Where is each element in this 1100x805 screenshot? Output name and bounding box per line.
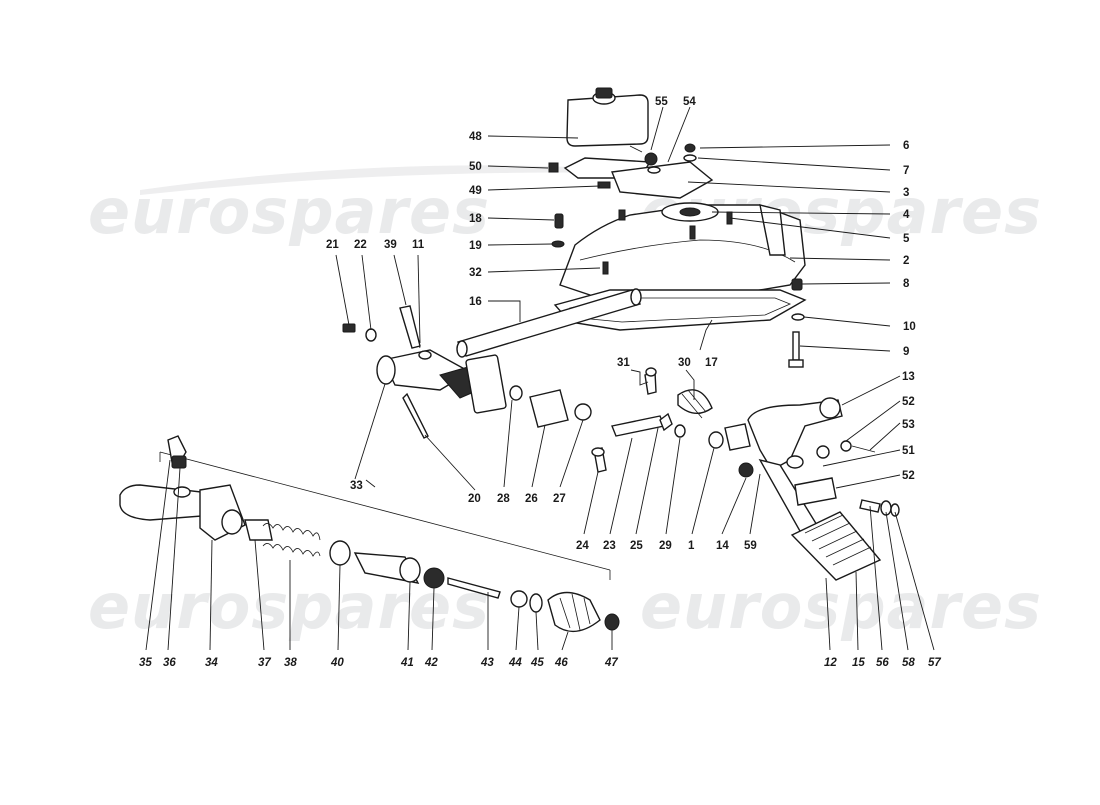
callout-31: 31 (617, 357, 630, 369)
callout-55: 55 (655, 96, 668, 108)
callout-52-upper: 52 (902, 396, 915, 408)
callout-labels: 48 55 54 50 49 6 7 3 4 5 2 8 10 9 18 19 … (139, 96, 941, 669)
callout-1: 1 (688, 540, 695, 552)
callout-33: 33 (350, 480, 363, 492)
callout-58: 58 (902, 657, 915, 669)
callout-5: 5 (903, 233, 910, 245)
callout-18: 18 (469, 213, 482, 225)
callout-12: 12 (824, 657, 837, 669)
callout-53: 53 (902, 419, 915, 431)
callout-52-lower: 52 (902, 470, 915, 482)
callout-41: 41 (400, 657, 414, 669)
callout-28: 28 (497, 493, 510, 505)
fluid-reservoir (566, 87, 649, 153)
callout-39: 39 (384, 239, 397, 251)
callout-56: 56 (876, 657, 889, 669)
callout-40: 40 (330, 657, 344, 669)
pedal-assembly (738, 397, 900, 581)
callout-7: 7 (903, 165, 909, 177)
callout-35: 35 (139, 657, 152, 669)
callout-19: 19 (469, 240, 482, 252)
callout-26: 26 (525, 493, 538, 505)
callout-49: 49 (469, 185, 482, 197)
callout-42: 42 (424, 657, 438, 669)
callout-4: 4 (903, 209, 910, 221)
leader-lines (145, 106, 935, 651)
callout-47: 47 (604, 657, 618, 669)
pedal-box-housing (559, 202, 806, 306)
callout-21: 21 (326, 239, 339, 251)
callout-11: 11 (412, 239, 425, 251)
callout-48: 48 (469, 131, 482, 143)
callout-30: 30 (678, 357, 691, 369)
slave-cylinder-exploded (119, 435, 620, 633)
callout-3: 3 (903, 187, 909, 199)
callout-22: 22 (354, 239, 367, 251)
callout-34: 34 (205, 657, 218, 669)
callout-16: 16 (469, 296, 482, 308)
callout-59: 59 (744, 540, 757, 552)
callout-32: 32 (469, 267, 482, 279)
callout-13: 13 (902, 371, 915, 383)
callout-46: 46 (554, 657, 568, 669)
callout-37: 37 (258, 657, 271, 669)
callout-25: 25 (630, 540, 643, 552)
callout-24: 24 (576, 540, 589, 552)
callout-36: 36 (163, 657, 176, 669)
callout-14: 14 (716, 540, 729, 552)
callout-27: 27 (553, 493, 566, 505)
callout-6: 6 (903, 140, 909, 152)
callout-51: 51 (902, 445, 915, 457)
callout-23: 23 (603, 540, 616, 552)
callout-29: 29 (659, 540, 672, 552)
callout-10: 10 (903, 321, 916, 333)
callout-20: 20 (468, 493, 481, 505)
callout-9: 9 (903, 346, 909, 358)
callout-45: 45 (530, 657, 544, 669)
callout-44: 44 (508, 657, 522, 669)
callout-38: 38 (284, 657, 297, 669)
cover-plate (611, 143, 714, 199)
callout-17: 17 (705, 357, 718, 369)
callout-15: 15 (852, 657, 865, 669)
clutch-linkage-parts (529, 367, 751, 473)
callout-2: 2 (903, 255, 909, 267)
master-cylinder-assembly (342, 305, 523, 439)
watermark-text-left-top: eurospares (88, 175, 490, 248)
callout-50: 50 (469, 161, 482, 173)
watermark-text-right-bottom: eurospares (640, 570, 1042, 643)
watermark-group: eurospares eurospares eurospares eurospa… (88, 165, 1042, 643)
housing-fasteners (551, 213, 805, 368)
push-rod-tube (456, 288, 642, 358)
callout-57: 57 (928, 657, 941, 669)
callout-43: 43 (480, 657, 494, 669)
callout-54: 54 (683, 96, 696, 108)
callout-8: 8 (903, 278, 910, 290)
